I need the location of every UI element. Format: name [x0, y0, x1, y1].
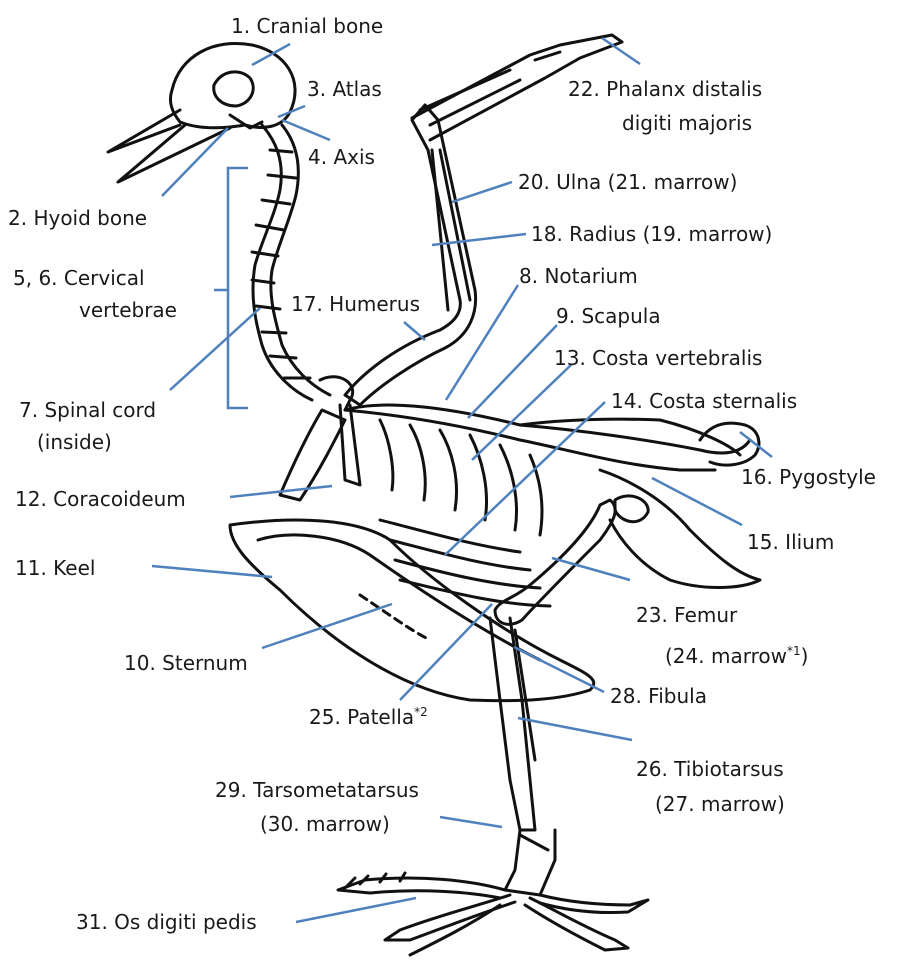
label-cranial-bone: 1. Cranial bone	[231, 14, 383, 38]
label-femur-line1: 23. Femur	[636, 603, 737, 627]
skull	[108, 43, 295, 182]
footnote-2-marker: *2	[414, 705, 428, 719]
leader-humerus	[404, 322, 425, 340]
label-spinal-line2: (inside)	[37, 430, 112, 454]
label-keel: 11. Keel	[15, 556, 95, 580]
leader-ulna	[452, 182, 512, 202]
label-femur-line2: (24. marrow*1)	[665, 639, 808, 668]
leader-os-digiti	[296, 898, 416, 922]
label-tibiotarsus-line2: (27. marrow)	[655, 792, 785, 816]
leader-hyoid	[162, 128, 228, 196]
label-sternum: 10. Sternum	[124, 651, 248, 675]
label-radius: 18. Radius (19. marrow)	[531, 222, 772, 246]
label-costa-vertebralis: 13. Costa vertebralis	[554, 346, 762, 370]
leader-spinal	[170, 308, 260, 390]
leader-scapula	[468, 325, 557, 418]
label-coracoideum: 12. Coracoideum	[15, 487, 186, 511]
label-tarso-line2: (30. marrow)	[260, 812, 390, 836]
leader-fibula	[514, 647, 604, 692]
label-hyoid-bone: 2. Hyoid bone	[8, 206, 147, 230]
patella-text: 25. Patella	[309, 705, 414, 729]
label-costa-sternalis: 14. Costa sternalis	[611, 389, 797, 413]
label-patella: 25. Patella*2	[309, 700, 428, 729]
label-os-digiti-pedis: 31. Os digiti pedis	[76, 910, 257, 934]
leader-sternum	[262, 604, 392, 648]
label-phalanx-line1: 22. Phalanx distalis	[568, 77, 762, 101]
femur-marrow-text: (24. marrow	[665, 644, 787, 668]
femur-close-paren: )	[801, 644, 809, 668]
label-humerus: 17. Humerus	[291, 292, 420, 316]
label-tarso-line1: 29. Tarsometatarsus	[215, 778, 419, 802]
label-cervical-line1: 5, 6. Cervical	[13, 266, 145, 290]
label-axis: 4. Axis	[308, 145, 375, 169]
leader-tibiotarsus	[518, 718, 632, 740]
label-spinal-line1: 7. Spinal cord	[19, 398, 156, 422]
leader-costa-vert	[472, 365, 571, 460]
label-notarium: 8. Notarium	[519, 264, 638, 288]
label-tibiotarsus-line1: 26. Tibiotarsus	[636, 757, 784, 781]
label-phalanx-line2: digiti majoris	[622, 111, 752, 135]
footnote-1-marker: *1	[787, 644, 801, 658]
feet	[338, 873, 648, 955]
label-ulna: 20. Ulna (21. marrow)	[518, 170, 737, 194]
label-atlas: 3. Atlas	[307, 77, 382, 101]
leader-notarium	[446, 285, 518, 400]
leader-tarso	[440, 817, 502, 827]
label-ilium: 15. Ilium	[747, 530, 834, 554]
leader-ilium	[652, 478, 742, 525]
label-fibula: 28. Fibula	[610, 684, 707, 708]
label-pygostyle: 16. Pygostyle	[741, 465, 876, 489]
coracoid	[280, 405, 360, 500]
label-cervical-line2: vertebrae	[79, 298, 177, 322]
cervical-bracket	[214, 168, 248, 408]
leader-patella	[400, 604, 492, 700]
label-scapula: 9. Scapula	[556, 304, 661, 328]
